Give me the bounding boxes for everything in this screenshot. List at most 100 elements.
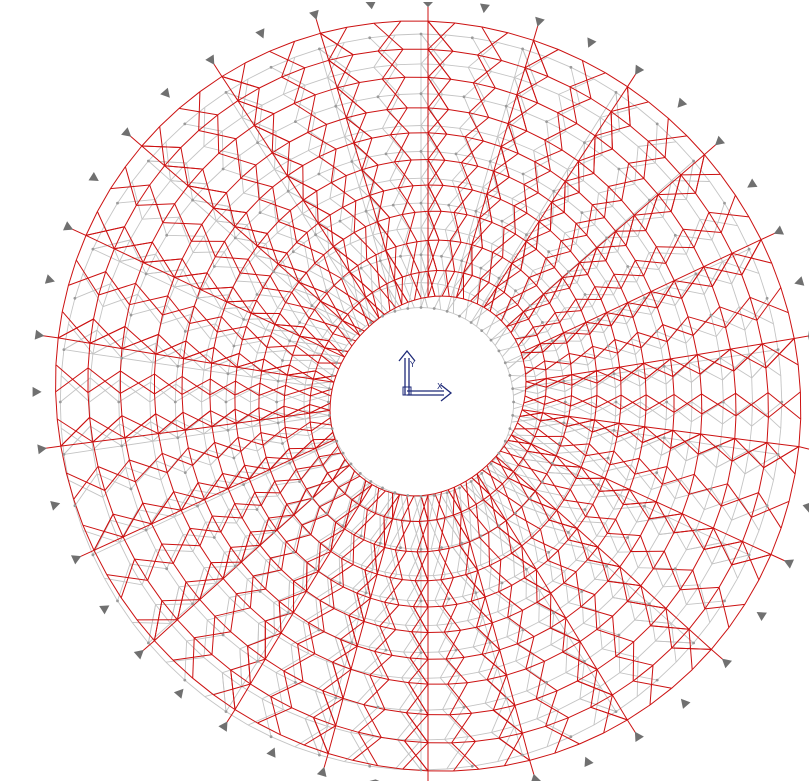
original-radial-brace — [342, 277, 366, 298]
original-ring-chord — [478, 131, 498, 138]
deformed-radial-truss — [513, 471, 536, 492]
deformed-radial-brace — [234, 226, 268, 234]
original-ring-chord — [693, 160, 711, 182]
deformed-radial-truss — [469, 541, 479, 571]
deformed-web-diagonal — [258, 407, 285, 418]
deformed-web-diagonal — [330, 182, 357, 202]
deformed-ring-chord — [686, 135, 705, 155]
original-radial-brace — [397, 739, 422, 771]
deformed-web-diagonal — [604, 477, 624, 505]
deformed-ring-chord — [155, 413, 159, 434]
deformed-ring-chord — [335, 521, 345, 530]
deformed-ring-chord — [741, 274, 751, 298]
deformed-web-diagonal — [476, 473, 484, 500]
original-web-diagonal — [223, 251, 237, 282]
deformed-ring-chord — [320, 26, 348, 34]
original-web-diagonal — [483, 502, 491, 532]
deformed-web-diagonal — [672, 430, 699, 455]
deformed-web-diagonal — [700, 433, 733, 462]
original-web-diagonal — [352, 568, 374, 589]
original-radial-truss — [289, 340, 315, 353]
deformed-web-diagonal — [434, 493, 446, 518]
original-ring-chord — [400, 254, 411, 257]
original-web-diagonal — [549, 282, 578, 289]
original-ring-chord — [536, 313, 543, 323]
deformed-radial-truss — [164, 165, 189, 187]
deformed-ring-chord — [389, 576, 403, 581]
deformed-web-diagonal — [319, 600, 325, 632]
deformed-ring-chord — [373, 317, 380, 323]
original-web-diagonal — [674, 568, 687, 605]
deformed-web-diagonal — [449, 214, 468, 241]
original-ring-chord — [373, 64, 398, 68]
deformed-ring-chord — [154, 354, 157, 375]
deformed-ring-chord — [524, 388, 527, 397]
original-web-diagonal — [558, 94, 567, 132]
deformed-web-diagonal — [124, 226, 144, 263]
deformed-ring-chord — [366, 254, 377, 261]
deformed-web-diagonal — [449, 714, 476, 742]
original-ring-chord — [478, 666, 498, 673]
original-web-diagonal — [567, 154, 603, 170]
original-web-diagonal — [722, 401, 753, 425]
original-web-diagonal — [403, 625, 422, 653]
deformed-radial-truss — [199, 578, 224, 600]
deformed-radial-brace — [493, 170, 502, 200]
node-marker — [376, 95, 380, 99]
original-ring-chord — [488, 582, 503, 589]
deformed-web-diagonal — [708, 211, 749, 218]
original-web-diagonal — [337, 317, 352, 341]
deformed-ring-chord — [696, 354, 701, 375]
original-ring-chord — [446, 34, 473, 39]
deformed-ring-chord — [570, 364, 573, 375]
original-ring-chord — [448, 204, 463, 209]
deformed-ring-chord — [217, 100, 239, 116]
deformed-web-diagonal — [253, 87, 260, 126]
deformed-web-diagonal — [525, 381, 547, 388]
deformed-ring-chord — [734, 415, 737, 439]
original-ring-chord — [457, 231, 470, 236]
original-web-diagonal — [131, 181, 143, 220]
deformed-ring-chord — [510, 428, 516, 436]
deformed-radial-truss — [680, 154, 705, 176]
original-ring-chord — [130, 488, 139, 510]
original-ring-chord — [201, 417, 205, 434]
deformed-ring-chord — [359, 330, 365, 337]
deformed-radial-truss — [114, 248, 144, 263]
deformed-radial-truss — [286, 175, 304, 201]
node-marker — [327, 414, 331, 417]
node-marker — [474, 209, 478, 213]
deformed-ring-chord — [719, 306, 727, 328]
original-ring-chord — [305, 718, 328, 727]
node-marker — [504, 104, 508, 108]
deformed-radial-truss — [511, 434, 532, 445]
deformed-ring-chord — [235, 367, 238, 382]
deformed-web-diagonal — [725, 296, 751, 329]
deformed-ring-chord — [427, 295, 436, 298]
deformed-radial-truss — [158, 429, 186, 435]
deformed-web-diagonal — [397, 187, 416, 213]
deformed-radial-truss — [477, 570, 486, 598]
deformed-web-diagonal — [230, 544, 261, 548]
deformed-web-diagonal — [266, 233, 279, 265]
original-ring-chord — [241, 686, 263, 700]
deformed-ring-chord — [134, 558, 149, 581]
pin-support-icon — [721, 658, 732, 669]
deformed-web-diagonal — [270, 551, 297, 559]
deformed-web-diagonal — [198, 91, 201, 131]
deformed-web-diagonal — [418, 494, 429, 522]
node-marker — [286, 611, 290, 615]
original-web-diagonal — [190, 314, 211, 340]
deformed-ring-chord — [444, 159, 462, 164]
original-ring-chord — [304, 418, 308, 428]
deformed-radial-brace — [427, 20, 454, 52]
node-marker — [369, 480, 373, 483]
deformed-ring-chord — [763, 442, 768, 468]
deformed-radial-brace — [320, 32, 354, 56]
deformed-ring-chord — [667, 117, 688, 137]
node-marker — [547, 550, 551, 554]
deformed-ring-chord — [451, 740, 476, 744]
node-marker — [232, 456, 236, 460]
